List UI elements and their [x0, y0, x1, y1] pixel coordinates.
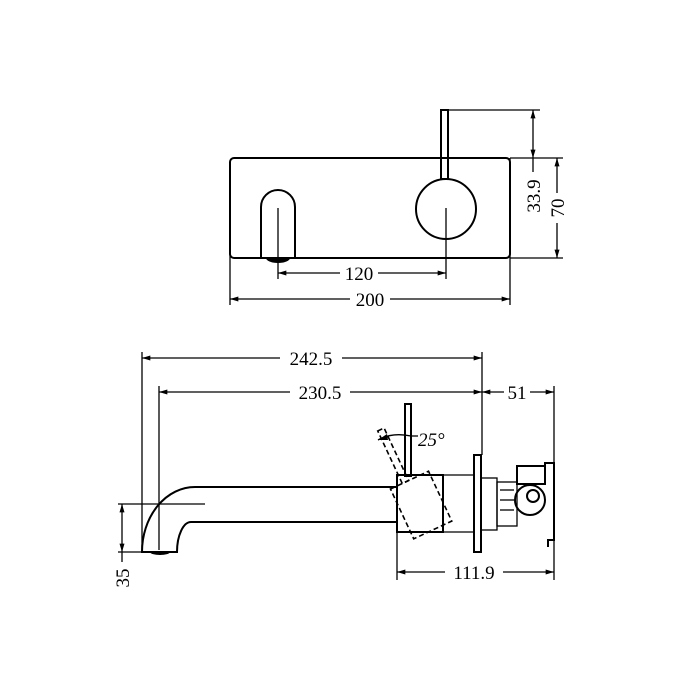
rotated-handle-dashed: [376, 426, 453, 540]
valve-body: [516, 465, 546, 485]
dim-242-5: 242.5: [290, 349, 333, 370]
spout-outlet: [260, 189, 296, 258]
dim-33-9: 33.9: [524, 179, 545, 212]
valve-collar: [480, 477, 498, 531]
dim-111-9: 111.9: [453, 563, 494, 584]
wall-plate: [229, 157, 511, 259]
dim-120: 120: [345, 264, 374, 285]
handle-lever-side: [404, 403, 412, 477]
dim-70: 70: [548, 199, 569, 218]
front-view: [229, 109, 563, 305]
dim-25-degrees: 25°: [418, 430, 445, 451]
mixer-body: [396, 474, 444, 533]
front-dimensions: 120 200 33.9 70: [229, 110, 569, 311]
spout-tip: [150, 552, 170, 555]
dim-51: 51: [508, 383, 527, 404]
dim-200: 200: [356, 290, 385, 311]
dim-35: 35: [113, 569, 134, 588]
wall-flange: [473, 454, 482, 553]
handle-lever: [440, 109, 449, 180]
dim-230-5: 230.5: [299, 383, 342, 404]
inlet-port: [514, 484, 546, 516]
side-view: [140, 403, 555, 555]
side-dimensions: 242.5 230.5 51 25° 35 111.9: [113, 349, 555, 588]
spout: [140, 486, 397, 553]
